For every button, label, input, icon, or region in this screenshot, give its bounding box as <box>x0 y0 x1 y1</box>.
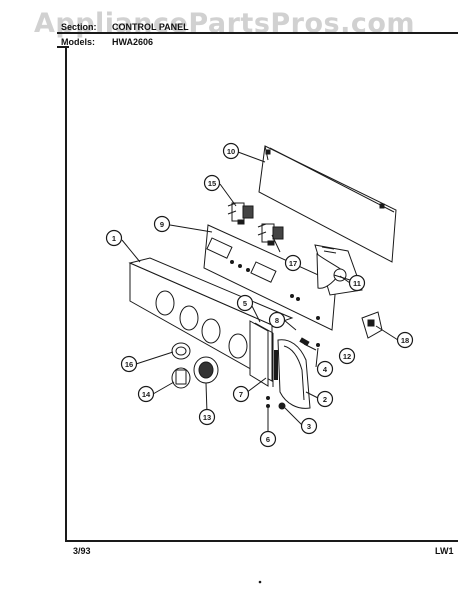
callout-2 <box>316 390 334 408</box>
callout-12 <box>338 347 356 365</box>
callouts <box>105 142 414 448</box>
callout-3 <box>300 417 318 435</box>
callout-4 <box>316 360 334 378</box>
part-knob-small <box>171 342 191 360</box>
callout-label-4: 4 <box>323 365 328 374</box>
callout-label-11: 11 <box>353 279 361 288</box>
callout-18 <box>396 331 414 349</box>
stray-dot <box>258 580 262 584</box>
callout-label-1: 1 <box>112 234 116 243</box>
part-clip <box>361 311 383 339</box>
callout-label-16: 16 <box>125 360 133 369</box>
part-switch-upper <box>227 202 254 225</box>
callout-13 <box>198 408 216 426</box>
section-value: CONTROL PANEL <box>112 22 189 32</box>
callout-label-8: 8 <box>275 316 279 325</box>
callout-label-10: 10 <box>227 147 235 156</box>
callout-label-7: 7 <box>239 390 243 399</box>
callout-6 <box>259 430 277 448</box>
callout-1 <box>105 229 123 247</box>
callout-label-14: 14 <box>142 390 151 399</box>
callout-label-3: 3 <box>307 422 311 431</box>
callout-label-13: 13 <box>203 413 211 422</box>
callout-17 <box>284 254 302 272</box>
callout-9 <box>153 215 171 233</box>
models-label: Models: <box>61 37 96 47</box>
callout-label-17: 17 <box>289 259 297 268</box>
left-border <box>65 46 67 540</box>
callout-label-2: 2 <box>323 395 327 404</box>
callout-label-5: 5 <box>243 299 247 308</box>
corner-tick <box>57 46 69 48</box>
callout-15 <box>203 174 221 192</box>
part-dial-ring <box>193 356 219 384</box>
part-screws <box>266 343 320 410</box>
callout-label-12: 12 <box>343 352 351 361</box>
callout-14 <box>137 385 155 403</box>
callout-11 <box>348 274 366 292</box>
callout-label-18: 18 <box>401 336 409 345</box>
leader-lines <box>121 151 399 434</box>
part-timer <box>314 244 363 296</box>
callout-label-9: 9 <box>160 220 164 229</box>
callout-10 <box>222 142 240 160</box>
part-bracket <box>249 320 274 387</box>
footer-rule <box>65 540 458 542</box>
callout-16 <box>120 355 138 373</box>
header-rule <box>57 32 458 34</box>
callout-label-15: 15 <box>208 179 216 188</box>
footer-date: 3/93 <box>73 546 91 556</box>
part-switch-lower <box>257 223 284 246</box>
callout-7 <box>232 385 250 403</box>
callout-5 <box>236 294 254 312</box>
models-value: HWA2606 <box>112 37 154 47</box>
part-end-cap <box>274 337 311 409</box>
part-knob <box>171 367 191 389</box>
part-console <box>128 257 294 382</box>
footer-code: LW1 <box>435 546 454 556</box>
callout-label-6: 6 <box>266 435 270 444</box>
callout-8 <box>268 311 286 329</box>
section-label: Section: <box>61 22 97 32</box>
part-rear-panel <box>258 145 397 263</box>
callout-labels: 1 2 3 4 5 6 7 8 9 10 11 12 13 14 15 16 1… <box>112 147 409 444</box>
